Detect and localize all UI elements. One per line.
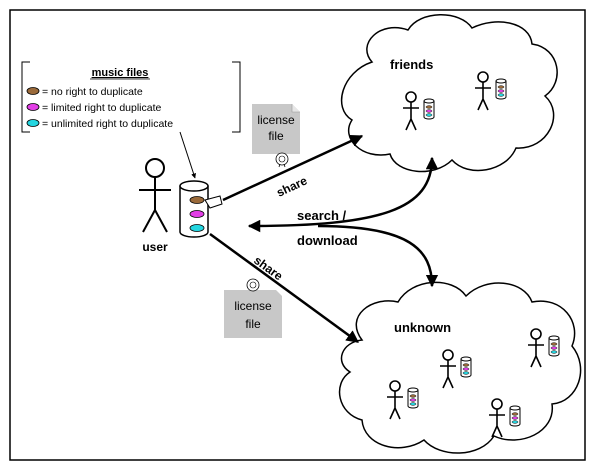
license-file-bottom: license file <box>224 290 282 338</box>
legend-title: music files <box>92 67 149 79</box>
license-bottom-line1: license <box>234 299 272 313</box>
unknown-label: unknown <box>394 320 451 335</box>
unknown-storage-1 <box>460 356 472 378</box>
legend-swatch-unlimited-right <box>26 119 40 127</box>
license-top-line2: file <box>268 129 284 143</box>
unknown-cloud <box>338 281 582 454</box>
user-figure <box>139 158 171 233</box>
share-label-top: share <box>274 173 309 199</box>
legend-item-limited-right: = limited right to duplicate <box>42 102 162 114</box>
friends-cloud <box>341 14 558 173</box>
outer-frame <box>9 9 586 461</box>
license-file-top: license file <box>252 104 300 154</box>
seal-icon-top <box>275 152 289 168</box>
legend-item-no-right: = no right to duplicate <box>42 86 143 98</box>
legend-swatch-limited-right <box>26 103 40 111</box>
download-arrow-unknown <box>317 224 439 288</box>
user-label: user <box>142 240 168 254</box>
friends-label: friends <box>390 57 433 72</box>
legend: music files = no right to duplicate = li… <box>21 61 241 133</box>
unknown-storage-4 <box>509 405 521 427</box>
share-arrow-unknown <box>209 232 360 344</box>
legend-pointer-arrow <box>179 131 196 179</box>
friend-storage-1 <box>423 98 435 120</box>
friend-storage-2 <box>495 78 507 100</box>
license-bottom-line2: file <box>245 317 261 331</box>
user-storage <box>179 180 223 238</box>
seal-icon-bottom <box>246 278 260 292</box>
unknown-storage-2 <box>548 335 560 357</box>
search-arrow-friends <box>247 156 439 233</box>
legend-item-unlimited-right: = unlimited right to duplicate <box>42 118 173 130</box>
download-label: download <box>297 233 358 248</box>
unknown-storage-3 <box>407 387 419 409</box>
license-top-line1: license <box>257 113 295 127</box>
legend-swatch-no-right <box>26 87 40 95</box>
search-label: search / <box>297 208 347 223</box>
